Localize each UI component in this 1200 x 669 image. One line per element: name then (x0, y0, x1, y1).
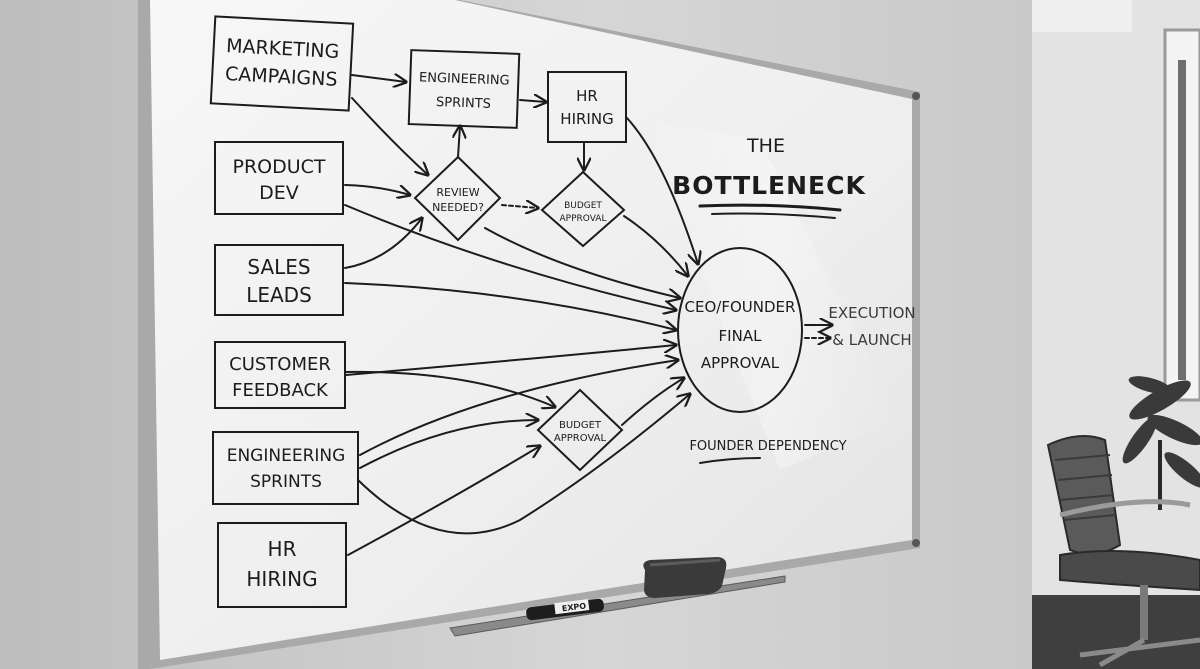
arrow (623, 215, 688, 276)
window-frame (1178, 60, 1186, 380)
box-hr-top-l2: HIRING (560, 110, 613, 128)
arrow (351, 75, 406, 82)
box-hr-top (547, 71, 627, 143)
box-customer-l1: CUSTOMER (229, 354, 331, 375)
marker: EXPO (526, 598, 604, 621)
arrow (351, 97, 428, 175)
title-underline (698, 203, 842, 212)
ceiling-beam (1032, 0, 1132, 32)
diamond-budget-top-l2: APPROVAL (560, 214, 607, 224)
box-hr-left (217, 522, 347, 608)
arrow (344, 184, 410, 195)
arrow (626, 117, 698, 264)
box-eng-left-l1: ENGINEERING (227, 446, 346, 466)
plant (1122, 376, 1200, 510)
ceo-l2: FINAL (719, 327, 763, 345)
office-chair (1046, 435, 1200, 668)
arrow (344, 204, 676, 310)
board-corner (912, 92, 920, 100)
arrow (344, 370, 555, 407)
diamond-budget-bottom-l1: BUDGET (559, 420, 602, 431)
arrow (458, 126, 460, 158)
bottleneck-diagram (209, 15, 842, 608)
box-sales-l2: LEADS (246, 283, 312, 307)
arrow (344, 282, 676, 330)
title-the: THE (746, 135, 785, 157)
diamond-review-l1: REVIEW (436, 186, 479, 199)
box-eng-top-l2: SPRINTS (436, 95, 491, 112)
arrow (347, 446, 540, 556)
box-customer-l2: FEEDBACK (232, 380, 329, 401)
box-eng-left-l2: SPRINTS (250, 472, 322, 492)
founder-dependency-note: FOUNDER DEPENDENCY (689, 439, 846, 454)
execution-l1: EXECUTION (828, 304, 915, 322)
arrow (484, 227, 680, 298)
eraser (643, 557, 727, 598)
box-hr-left-l2: HIRING (246, 567, 317, 591)
arrow (621, 378, 684, 426)
box-product-l1: PRODUCT (232, 156, 325, 178)
diamond-review (413, 155, 502, 242)
marker-label: EXPO (561, 601, 586, 613)
arrow (357, 394, 690, 535)
arrow (344, 218, 422, 269)
diamond-budget-bottom-l2: APPROVAL (554, 433, 607, 444)
diamond-review-l2: NEEDED? (432, 201, 484, 214)
diagram-text: MARKETING CAMPAIGNS PRODUCT DEV SALES LE… (225, 35, 916, 591)
box-sales-l1: SALES (247, 255, 310, 279)
box-product-l2: DEV (259, 182, 299, 204)
box-eng-top-l1: ENGINEERING (419, 70, 510, 88)
box-marketing (209, 15, 355, 112)
title-bottleneck: BOTTLENECK (672, 171, 866, 200)
board-glare (640, 120, 900, 470)
ceo-l3: APPROVAL (701, 354, 780, 372)
board-corner (912, 539, 920, 547)
arrow (345, 345, 676, 376)
box-sales (214, 244, 344, 316)
box-product (214, 141, 344, 215)
note-underline (699, 457, 761, 464)
arrow (359, 420, 538, 469)
title-underline-2 (711, 212, 836, 219)
diamond-budget-top-l1: BUDGET (564, 201, 602, 211)
box-hr-top-l1: HR (576, 87, 598, 105)
box-eng-left (212, 431, 359, 505)
arrow (501, 205, 538, 208)
arrow (359, 360, 678, 456)
diamond-budget-top (540, 170, 626, 248)
arrow (519, 100, 546, 102)
diamond-budget-bottom (536, 388, 624, 472)
execution-l2: & LAUNCH (832, 331, 911, 349)
ceo-l1: CEO/FOUNDER (685, 298, 796, 316)
box-hr-left-l1: HR (268, 537, 297, 561)
